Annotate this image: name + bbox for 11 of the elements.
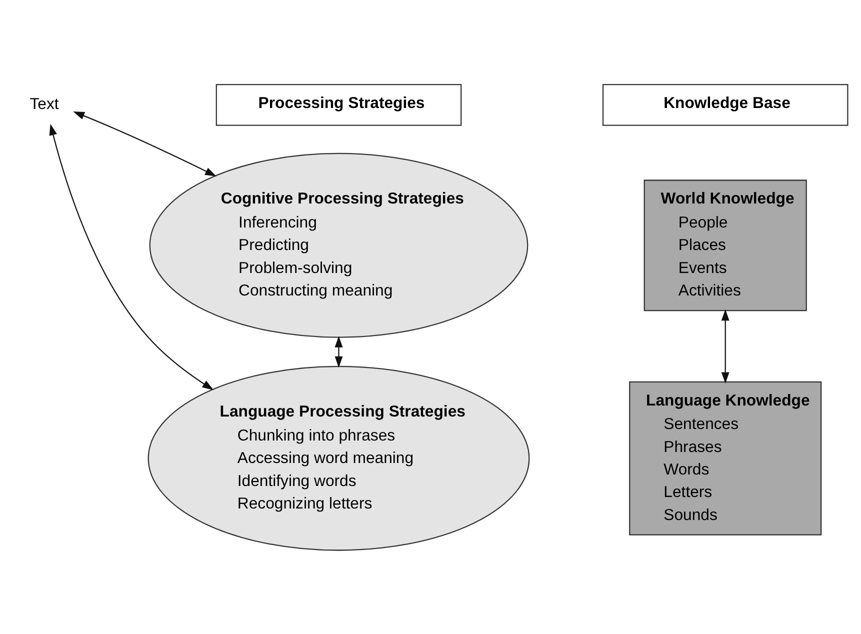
node-box: Knowledge Base (602, 83, 848, 126)
arrow (721, 308, 730, 384)
node-box: Language Knowledge Sentences Phrases Words Letters Sounds (629, 380, 822, 535)
node-ellipse: Cognitive Processing Strategies Inferencing Predicting Problem-solving Constructing meaning (149, 152, 528, 338)
arrow (73, 111, 216, 176)
arrow (334, 336, 343, 368)
node-text: Text (30, 96, 59, 113)
node-box: World Knowledge People Places Events Activities (644, 179, 807, 311)
node-box: Processing Strategies (216, 83, 462, 126)
node-ellipse: Language Processing Strategies Chunking into phrases Accessing word meaning Identifying words Recognizing letters (148, 365, 530, 550)
arrow (49, 123, 214, 390)
